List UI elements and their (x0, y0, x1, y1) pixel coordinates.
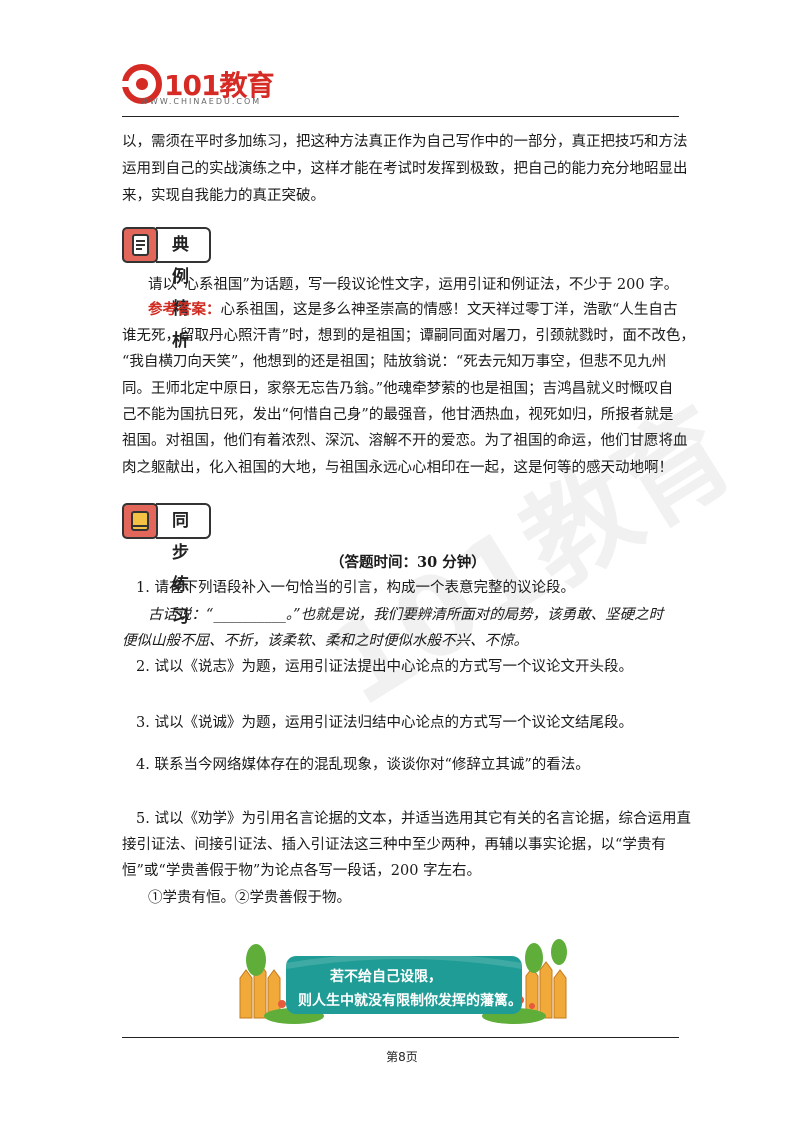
answer-label: 参考答案： (148, 301, 221, 318)
banner-line-1: 若不给自己设限， (330, 969, 442, 985)
answer-line: 同。王师北定中原日，家祭无忘告乃翁。”他魂牵梦萦的也是祖国；吉鸿昌就义时慨叹自 (122, 381, 674, 397)
document-icon (122, 227, 158, 263)
question-5-options: ①学贵有恒。②学贵善假于物。 (148, 890, 351, 906)
answer-line: “我自横刀向天笑”，他想到的还是祖国；陆放翁说：“死去元知万事空，但悲不见九州 (122, 354, 667, 370)
question-2: 2. 试以《说志》为题，运用引证法提出中心论点的方式写一个议论文开头段。 (136, 659, 633, 675)
intro-line: 以，需须在平时多加练习，把这种方法真正作为自己写作中的一部分，真正把技巧和方法 (122, 134, 688, 150)
badge-connector (156, 503, 162, 539)
intro-line: 运用到自己的实战演练之中，这样才能在考试时发挥到极致，把自己的能力充分地昭显出 (122, 161, 688, 177)
brand-logo-icon (122, 64, 162, 104)
question-1: 1. 请在下列语段补入一句恰当的引言，构成一个表意完整的议论段。 (136, 580, 575, 596)
question-4: 4. 联系当今网络媒体存在的混乱现象，谈谈你对“修辞立其诚”的看法。 (136, 757, 590, 773)
fence-garden-illustration (239, 939, 567, 1024)
header-rule (122, 116, 679, 117)
footer-rule (122, 1037, 679, 1038)
answer-line: 心系祖国，这是多么神圣崇高的情感！文天祥过零丁洋，浩歌“人生自古 (220, 302, 678, 318)
question-3: 3. 试以《说诚》为题，运用引证法归结中心论点的方式写一个议论文结尾段。 (136, 715, 633, 731)
section-title: 同步练习 (162, 503, 211, 627)
brand-site: WWW.CHINAEDU.COM (140, 97, 262, 106)
example-prompt: 请以“心系祖国”为话题，写一段议论性文字，运用引证和例证法，不少于 200 字。 (148, 277, 679, 293)
page-number: 第8页 (386, 1050, 418, 1064)
answer-line: 己不能为国抗日死，发出“何惜自己身”的最强音，他甘洒热血，视死如归，所报者就是 (122, 407, 674, 423)
question-5: 5. 试以《劝学》为引用名言论据的文本，并适当选用其它有关的名言论据，综合运用直 (136, 811, 691, 827)
question-5: 恒”或“学贵善假于物”为论点各写一段话，200 字左右。 (122, 863, 482, 879)
book-icon (122, 503, 158, 539)
banner-line-2: 则人生中就没有限制你发挥的藩篱。 (298, 993, 522, 1009)
question-1-passage: 便似山般不屈、不折，该柔软、柔和之时便似水般不兴、不惊。 (122, 633, 528, 649)
answer-line: 谁无死，留取丹心照汗青”时，想到的是祖国；谭嗣同面对屠刀，引颈就戮时，面不改色， (122, 328, 695, 344)
section-title: 典例精析 (162, 227, 211, 351)
question-1-passage: 古话说：“__________。”也就是说，我们要辨清所面对的局势，该勇敢、坚硬… (148, 607, 664, 623)
intro-line: 来，实现自我能力的真正突破。 (122, 188, 325, 204)
question-5: 接引证法、间接引证法、插入引证法这三种中至少两种，再辅以事实论据，以“学贵有 (122, 837, 666, 853)
badge-connector (156, 227, 162, 263)
time-note: （答题时间：30 分钟） (330, 554, 486, 571)
motivational-banner: 若不给自己设限， 则人生中就没有限制你发挥的藩篱。 (234, 938, 572, 1024)
answer-line: 肉之躯献出，化入祖国的大地，与祖国永远心心相印在一起，这是何等的感天动地啊！ (122, 460, 673, 476)
brand-name: 101教育 (164, 69, 274, 102)
answer-line: 祖国。对祖国，他们有着浓烈、深沉、溶解不开的爱恋。为了祖国的命运，他们甘愿将血 (122, 433, 688, 449)
